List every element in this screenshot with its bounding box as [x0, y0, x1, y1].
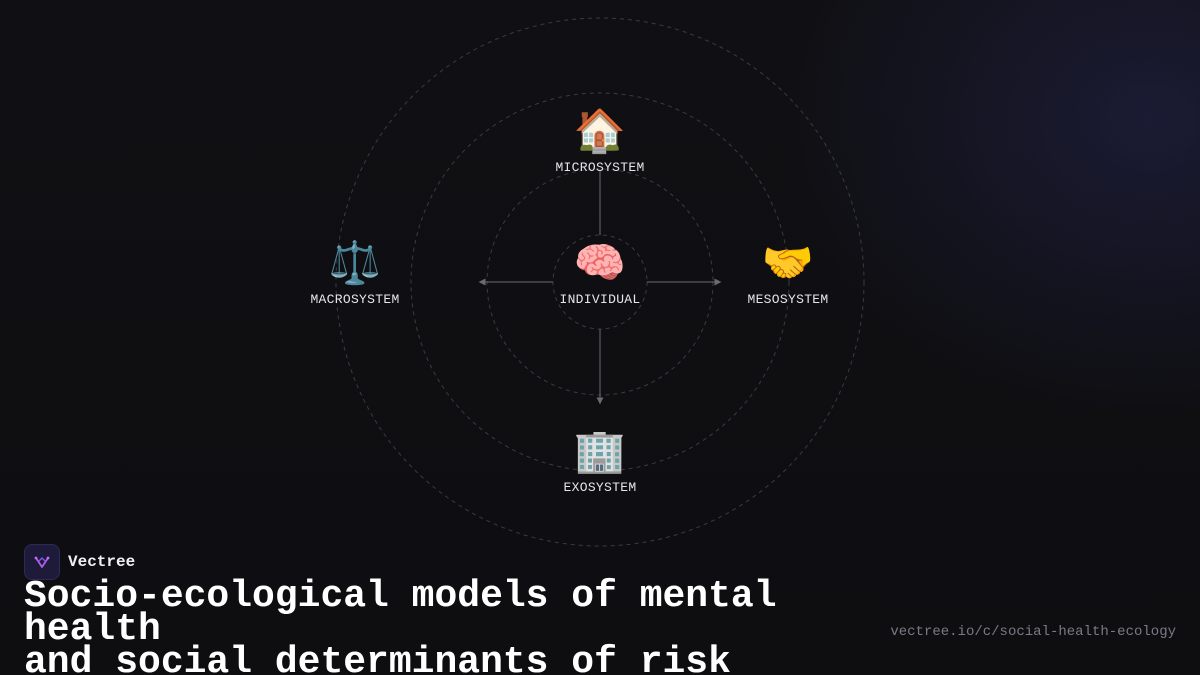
source-url[interactable]: vectree.io/c/social-health-ecology: [890, 624, 1176, 640]
macrosystem-label: MACROSYSTEM: [310, 292, 400, 307]
handshake-icon: 🤝: [761, 238, 815, 287]
individual-label: INDIVIDUAL: [559, 292, 641, 307]
title-line-2: and social determinants of risk: [24, 641, 731, 675]
node-macrosystem: ⚖️ MACROSYSTEM: [275, 238, 435, 307]
brand-name: Vectree: [68, 553, 136, 571]
node-mesosystem: 🤝 MESOSYSTEM: [708, 238, 868, 307]
ring-exo: [410, 92, 790, 472]
page-title: Socio-ecological models of mental health…: [24, 578, 904, 675]
house-icon: 🏠: [573, 106, 627, 155]
office-building-icon: 🏢: [573, 426, 627, 475]
title-line-1: Socio-ecological models of mental health: [24, 575, 777, 651]
vectree-logo-icon: [24, 544, 60, 580]
ring-macro: [335, 17, 865, 547]
microsystem-label: MICROSYSTEM: [555, 160, 645, 175]
node-exosystem: 🏢 EXOSYSTEM: [520, 426, 680, 495]
brain-icon: 🧠: [573, 238, 627, 287]
mesosystem-label: MESOSYSTEM: [747, 292, 829, 307]
brand[interactable]: Vectree: [24, 544, 135, 580]
balance-scale-icon: ⚖️: [328, 238, 382, 287]
node-individual: 🧠 INDIVIDUAL: [520, 238, 680, 307]
node-microsystem: 🏠 MICROSYSTEM: [520, 106, 680, 175]
exosystem-label: EXOSYSTEM: [563, 480, 637, 495]
